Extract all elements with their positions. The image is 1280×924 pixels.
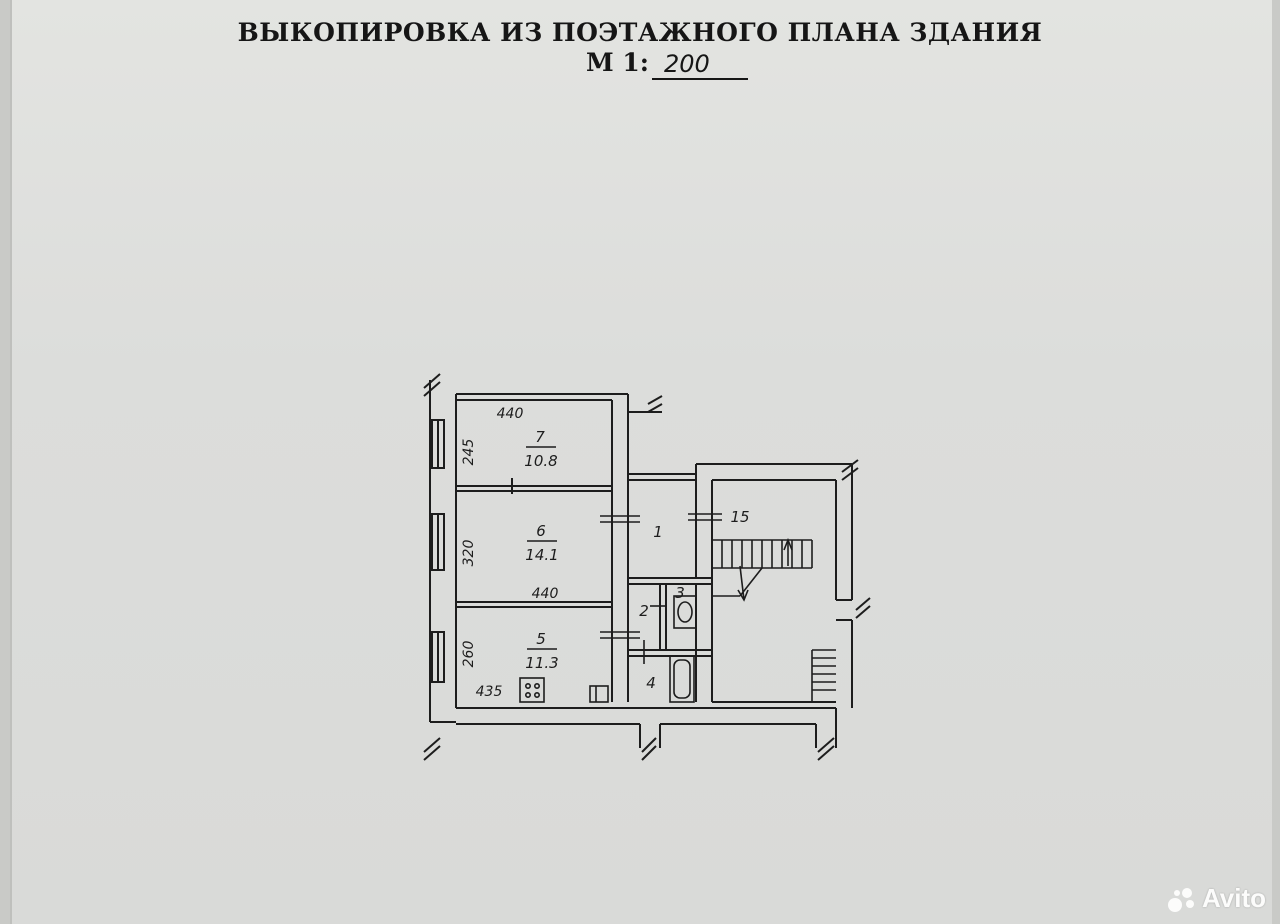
dim-room-6-width: 440	[532, 586, 559, 602]
hall-room-1	[628, 464, 712, 585]
dim-room-6-depth: 320	[461, 540, 477, 567]
bathtub-icon	[669, 655, 695, 703]
door-marks	[600, 513, 722, 664]
dim-room-5-depth: 260	[461, 641, 477, 668]
room-3-number: 3	[675, 584, 685, 602]
scale-value: 200	[664, 50, 710, 78]
room-2-number: 2	[639, 602, 649, 620]
window-room-5	[431, 631, 445, 683]
document-title: ВЫКОПИРОВКА ИЗ ПОЭТАЖНОГО ПЛАНА ЗДАНИЯ	[237, 18, 1043, 47]
room-7-number: 7	[535, 428, 545, 446]
window-room-6	[431, 513, 445, 571]
room-5-area: 11.3	[525, 654, 558, 672]
dim-room-7-width: 440	[497, 406, 524, 422]
top-wall-room-7	[456, 393, 663, 413]
staircase-room-15	[696, 459, 871, 708]
room-5-number: 5	[536, 630, 546, 648]
room-6-area: 14.1	[525, 546, 558, 564]
room-7-area: 10.8	[524, 452, 557, 470]
room-6-number: 6	[536, 522, 546, 540]
room-15-number: 15	[730, 508, 749, 526]
stair-down-arrow	[737, 565, 749, 602]
scale-prefix: М 1:	[586, 48, 650, 77]
outer-left-wall	[423, 373, 457, 723]
bottom-wall	[423, 707, 837, 761]
dim-room-7-depth: 245	[461, 439, 477, 466]
stove-icon	[519, 677, 545, 703]
room-4-number: 4	[646, 674, 656, 692]
partition-7-6	[456, 478, 612, 494]
window-room-7	[431, 419, 445, 469]
avito-wordmark: Avito	[1201, 883, 1266, 913]
stair-up-arrow	[783, 537, 793, 566]
dim-room-5-width: 435	[476, 684, 503, 700]
avito-logo-icon	[1167, 886, 1198, 912]
paper-sheet	[10, 0, 1272, 924]
scale-underline	[652, 78, 748, 80]
avito-watermark: Avito	[1167, 883, 1266, 914]
stair-treads	[712, 539, 836, 702]
partition-6-5	[456, 601, 612, 608]
toilet-icon	[673, 595, 697, 629]
sink-icon	[589, 685, 609, 703]
room-1-number: 1	[653, 523, 663, 541]
